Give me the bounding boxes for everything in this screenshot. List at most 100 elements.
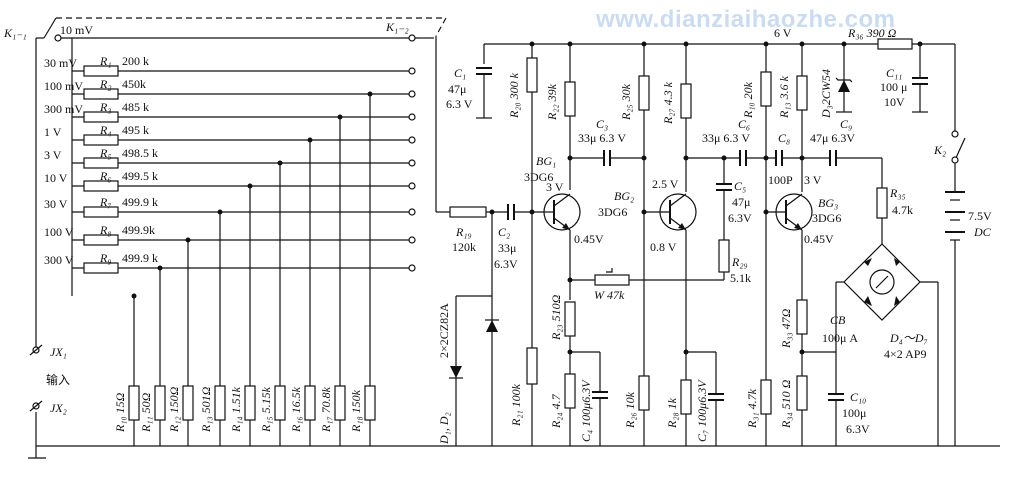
range-contact	[408, 136, 416, 144]
input-jx1-label: JX₁	[50, 345, 67, 359]
resistor-r25	[638, 75, 650, 111]
shunt-resistor	[274, 385, 286, 421]
switch-k1-2-label: K₁₋₂	[385, 20, 409, 34]
label-c2-voltage: 6.3V	[494, 257, 518, 271]
divider-value: 499.5 k	[122, 169, 158, 183]
label-d12: 2×2CZ82A	[437, 303, 451, 358]
label-r27: R₂₇ 4.3 k	[661, 81, 675, 125]
label-r26: R₂₆ 10k	[623, 391, 637, 429]
shunt-resistor	[214, 385, 226, 421]
divider-resistor	[83, 88, 119, 100]
range-label: 300 mV	[44, 102, 83, 116]
label-v-bg3-e: 0.45V	[804, 232, 834, 246]
range-label: 1 V	[44, 125, 62, 139]
resistor-r35	[876, 187, 888, 219]
label-r10-20k: R₁₀ 20k	[741, 81, 755, 119]
label-c8: C₈	[778, 131, 790, 145]
shunt-label: R₁₂ 150Ω	[167, 386, 181, 433]
label-c2-value: 33μ	[498, 241, 516, 255]
range-contact	[408, 236, 416, 244]
range-label: 100 mV	[44, 79, 83, 93]
divider-resistor	[83, 134, 119, 146]
label-w: W 47k	[594, 288, 625, 302]
divider-resistor	[83, 206, 119, 218]
label-cb-value: 100μ A	[822, 331, 858, 345]
label-r13: R₁₃ 3.6 k	[777, 75, 791, 119]
resistor-r10-20k	[760, 71, 772, 107]
label-v-bg2-e: 0.8 V	[650, 240, 677, 254]
label-c9: C₉	[840, 117, 852, 131]
label-supply: 6 V	[774, 26, 792, 40]
label-d3: D₃2CW54	[819, 69, 833, 119]
label-v-bg1-e: 0.45V	[574, 232, 604, 246]
label-r36: R₃₆ 390 Ω	[847, 26, 897, 40]
range-label: 10 mV	[60, 23, 93, 37]
resistor-r21	[526, 347, 538, 385]
resistor-r23	[564, 301, 576, 337]
label-c11-voltage: 10V	[884, 95, 905, 109]
resistor-r29	[718, 239, 730, 273]
label-c3: C₃	[596, 117, 608, 131]
divider-resistor	[83, 262, 119, 274]
range-label: 30 V	[44, 197, 68, 211]
shunt-resistor	[154, 385, 166, 421]
shunt-resistor	[304, 385, 316, 421]
label-r29-value: 5.1k	[730, 271, 751, 285]
label-r28: R₂₈ 1k	[665, 397, 679, 429]
shunt-label: R₁₆ 16.5k	[289, 386, 303, 433]
meter-cb	[869, 269, 895, 295]
label-bg2-type: 3DG6	[598, 205, 627, 219]
divider-resistor	[83, 234, 119, 246]
label-c11-value: 100 μ	[880, 80, 907, 94]
divider-ref: R₂	[99, 77, 112, 91]
resistor-r19	[449, 206, 487, 218]
label-battery: 7.5V	[968, 209, 992, 223]
label-d47-value: 4×2 AP9	[884, 347, 926, 361]
divider-ref: R₈	[99, 223, 112, 237]
label-r29: R₂₉	[731, 255, 748, 269]
label-c10-voltage: 6.3V	[846, 422, 870, 436]
shunt-label: R₁₈ 150k	[349, 389, 363, 433]
range-label: 3 V	[44, 148, 62, 162]
label-k2: K₂	[933, 143, 946, 157]
resistor-r26	[638, 375, 650, 411]
range-contact	[408, 113, 416, 121]
label-battery-type: DC	[973, 225, 992, 239]
label-bg3: BG₃	[818, 196, 838, 210]
bridge-rectifier	[843, 243, 921, 321]
label-c1-value: 47μ	[448, 82, 466, 96]
label-bg2: BG₂	[614, 189, 634, 203]
label-r22: R₂₂ 39k	[545, 83, 559, 121]
label-c5-voltage: 6.3V	[728, 211, 752, 225]
range-contact	[408, 264, 416, 272]
label-r33: R₃₃ 47Ω	[779, 308, 793, 349]
shunt-label: R₁₀ 15Ω	[113, 392, 127, 433]
switch-k1-1-label: K₁₋₁	[3, 26, 27, 40]
label-r21: R₂₁ 100k	[509, 383, 523, 427]
label-c5-value: 47μ	[732, 195, 750, 209]
divider-value: 200 k	[122, 54, 149, 68]
range-contact	[408, 34, 416, 42]
range-label: 100 V	[44, 225, 74, 239]
divider-ref: R₇	[99, 195, 112, 209]
shunt-resistor	[244, 385, 256, 421]
label-bg3-type: 3DG6	[812, 211, 841, 225]
label-v-bg2-c: 2.5 V	[652, 177, 679, 191]
label-d47: D₄～D₇	[889, 331, 928, 345]
resistor-r22	[564, 81, 576, 117]
shunt-label: R₁₃ 501Ω	[199, 386, 213, 433]
divider-ref: R₄	[99, 123, 112, 137]
range-contact	[408, 208, 416, 216]
divider-resistor	[83, 65, 119, 77]
divider-ref: R₆	[99, 169, 112, 183]
shunt-resistor	[334, 385, 346, 421]
label-r19: R₁₉	[455, 225, 472, 239]
range-label: 300 V	[44, 253, 74, 267]
label-r23: R₂₃ 510Ω	[549, 294, 563, 341]
divider-ref: R₉	[99, 251, 112, 265]
divider-value: 485 k	[122, 100, 149, 114]
resistor-r28	[680, 379, 692, 415]
resistor-r36	[877, 38, 913, 50]
label-c4: C₄ 100μ6.3V	[579, 379, 593, 442]
